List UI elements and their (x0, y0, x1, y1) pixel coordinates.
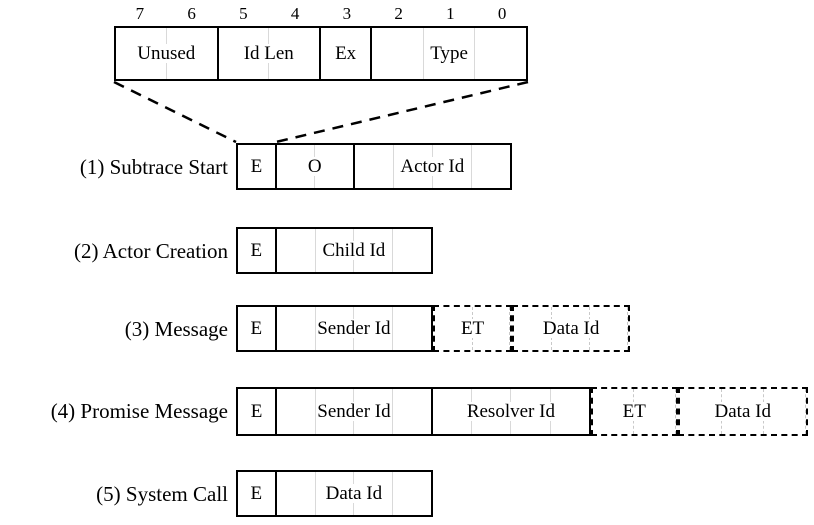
field-sender-id-label: Sender Id (316, 318, 392, 339)
bit-index-row: 7 6 5 4 3 2 1 0 (114, 2, 528, 26)
field-e-label: E (249, 156, 264, 177)
field-sender-id: Sender Id (277, 307, 431, 350)
bit-index-5: 5 (239, 4, 248, 23)
row-label-subtrace-start: (1) Subtrace Start (79, 155, 228, 179)
bit-index-1: 1 (446, 4, 455, 23)
packet-row-message-optional: ET Data Id (433, 305, 631, 352)
field-e: E (238, 229, 277, 272)
field-actor-id: Actor Id (355, 145, 510, 188)
field-et-label: ET (459, 318, 486, 339)
packet-row-subtrace-start: E O Actor Id (236, 143, 512, 190)
field-data-id-label: Data Id (541, 318, 601, 339)
event-header-byte: Unused Id Len Ex Type (114, 26, 528, 81)
bit-index-0: 0 (497, 4, 507, 23)
packet-row-actor-creation: E Child Id (236, 227, 434, 274)
field-data-id: Data Id (277, 472, 431, 515)
header-field-id-len-label: Id Len (242, 43, 295, 64)
field-sender-id: Sender Id (277, 389, 433, 434)
packet-row-message-solid: E Sender Id (236, 305, 434, 352)
bit-index-4: 4 (290, 4, 300, 23)
field-e-label: E (249, 240, 264, 261)
field-e: E (238, 389, 277, 434)
header-field-unused: Unused (116, 28, 219, 79)
field-resolver-id: Resolver Id (433, 389, 589, 434)
field-actor-id-label: Actor Id (399, 156, 466, 177)
row-label-promise-message: (4) Promise Message (50, 399, 228, 423)
field-data-id: Data Id (677, 387, 808, 436)
packet-row-system-call: E Data Id (236, 470, 434, 517)
connector-left-line (113, 80, 237, 144)
row-label-message: (3) Message (124, 317, 228, 341)
field-et: ET (433, 305, 512, 352)
field-data-id-label: Data Id (324, 483, 384, 504)
field-e: E (238, 145, 277, 188)
bit-index-6: 6 (187, 4, 196, 23)
field-et-label: ET (621, 401, 647, 422)
field-e-label: E (249, 318, 264, 339)
header-field-unused-label: Unused (136, 43, 197, 64)
field-data-id-label: Data Id (713, 401, 772, 422)
row-label-actor-creation: (2) Actor Creation (74, 239, 228, 263)
bit-index-3: 3 (342, 4, 352, 23)
field-child-id-label: Child Id (321, 240, 387, 261)
packet-row-promise-message-optional: ET Data Id (590, 387, 808, 436)
field-data-id: Data Id (511, 305, 631, 352)
row-label-system-call: (5) System Call (96, 482, 228, 506)
header-field-id-len: Id Len (219, 28, 321, 79)
connector-right-line (275, 80, 529, 144)
field-o-label: O (306, 156, 323, 177)
field-child-id: Child Id (277, 229, 431, 272)
field-sender-id-label: Sender Id (316, 401, 392, 422)
packet-row-promise-message-solid: E Sender Id Resolver Id (236, 387, 591, 436)
field-et: ET (590, 387, 678, 436)
header-field-ex-label: Ex (334, 43, 358, 64)
header-field-type: Type (372, 28, 526, 79)
field-e-label: E (249, 483, 264, 504)
field-o: O (277, 145, 355, 188)
header-field-type-label: Type (429, 43, 469, 64)
bit-index-7: 7 (135, 4, 145, 23)
field-e: E (238, 307, 277, 350)
field-e: E (238, 472, 277, 515)
header-field-ex: Ex (321, 28, 373, 79)
field-e-label: E (249, 401, 264, 422)
field-resolver-id-label: Resolver Id (465, 401, 556, 422)
bit-index-2: 2 (394, 4, 403, 23)
